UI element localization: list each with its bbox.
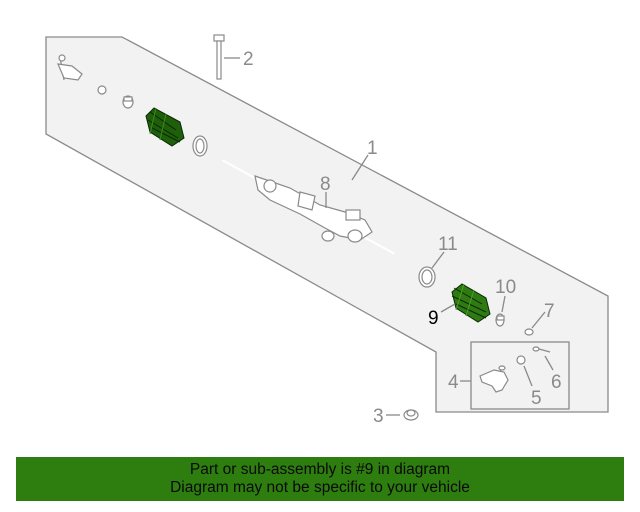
callout-11: 11	[438, 234, 458, 255]
steering-rack	[221, 159, 396, 255]
callout-9: 9	[428, 308, 439, 329]
callout-10: 10	[495, 277, 516, 298]
callout-6: 6	[551, 372, 562, 393]
callout-7: 7	[544, 301, 555, 322]
left-nut	[97, 85, 107, 95]
callout-3: 3	[373, 406, 384, 427]
cotter-pin	[532, 346, 551, 353]
right-small-clamp	[495, 313, 505, 327]
callout-8: 8	[320, 174, 331, 195]
castle-nut	[516, 355, 526, 365]
left-boot	[145, 107, 185, 147]
banner-line-1: Part or sub-assembly is #9 in diagram	[189, 461, 451, 478]
leader-11	[431, 251, 445, 269]
right-boot-highlighted	[451, 283, 491, 323]
right-tie-rod-end	[479, 365, 509, 393]
leader-9	[440, 303, 456, 313]
parts-diagram: 1 2 3 4 5 6 7 8 9 10 11	[45, 34, 609, 427]
info-banner: Part or sub-assembly is #9 in diagram Di…	[16, 457, 624, 501]
leader-10	[501, 295, 506, 313]
nut	[524, 328, 534, 336]
callout-4: 4	[448, 372, 459, 393]
right-large-clamp	[418, 266, 436, 288]
leader-5	[523, 365, 533, 387]
bolt	[213, 34, 225, 80]
left-small-clamp	[122, 95, 134, 109]
leader-1	[351, 154, 369, 181]
grommet	[403, 409, 419, 421]
leader-7	[531, 311, 546, 329]
left-large-clamp	[192, 135, 208, 157]
callout-2: 2	[243, 49, 254, 70]
left-tie-rod-end	[57, 54, 83, 81]
callout-5: 5	[531, 388, 542, 409]
callout-1: 1	[367, 138, 378, 159]
leader-6	[544, 355, 554, 371]
banner-line-2: Diagram may not be specific to your vehi…	[170, 479, 470, 496]
